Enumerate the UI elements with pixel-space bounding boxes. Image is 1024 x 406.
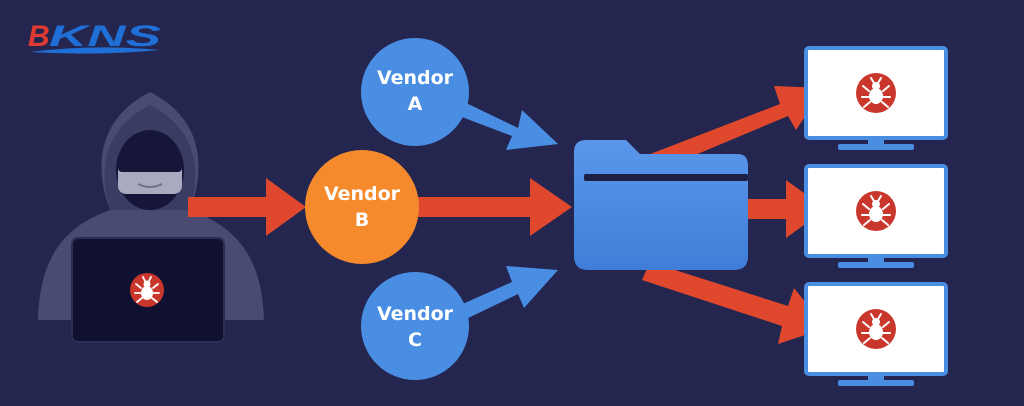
bkns-logo: B KNS [28, 20, 161, 54]
laptop-bug-icon [130, 273, 164, 307]
vendor-a-arrow [454, 100, 558, 150]
vendor-b-label-line1: Vendor [324, 183, 401, 205]
vendor-c-node: Vendor C [361, 272, 469, 380]
attack-arrow-to-monitor-top [640, 86, 824, 174]
vendor-c-label-line2: C [408, 329, 422, 351]
monitor-bottom-bug-icon [856, 309, 896, 349]
folder-icon [574, 140, 748, 270]
logo-text-part-b: B [28, 20, 50, 53]
vendor-a-node: Vendor A [361, 38, 469, 146]
attack-arrow-to-folder [418, 178, 572, 236]
vendor-c-arrow [458, 266, 558, 320]
logo-swoosh [30, 47, 160, 54]
vendor-a-label-line2: A [408, 93, 423, 115]
vendor-a-label-line1: Vendor [377, 67, 454, 89]
vendor-c-label-line1: Vendor [377, 303, 454, 325]
vendor-b-label-line2: B [355, 209, 369, 231]
attack-arrow-to-monitor-bottom [642, 262, 826, 344]
vendor-b-node: Vendor B [305, 150, 419, 264]
attack-arrow-to-vendor-b [188, 178, 306, 236]
monitor-middle-bug-icon [856, 191, 896, 231]
monitor-top-bug-icon [856, 73, 896, 113]
